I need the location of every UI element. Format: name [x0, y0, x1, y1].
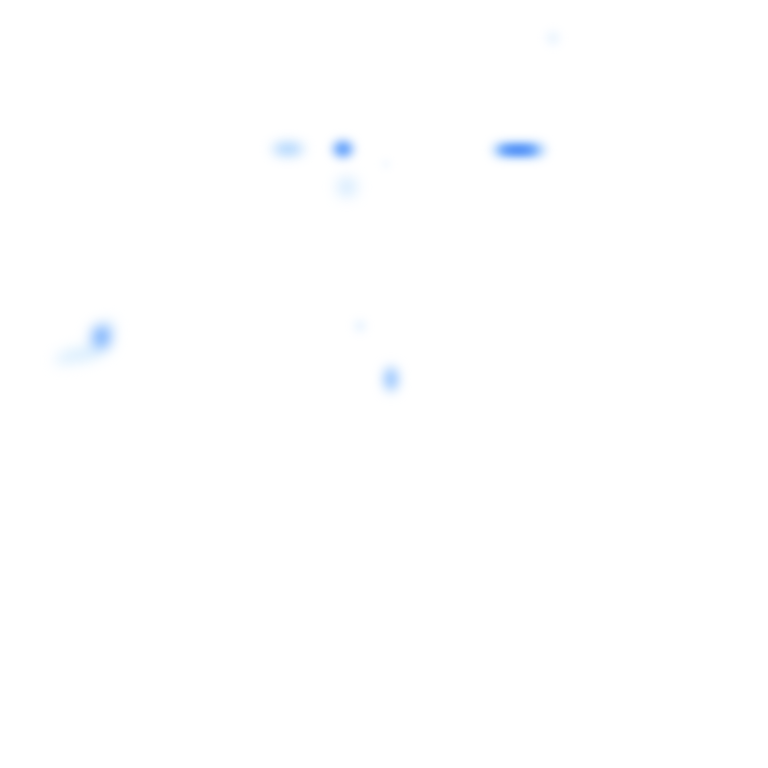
blurred-dot-row-middle — [332, 140, 354, 158]
blurred-dot-below-row — [336, 176, 358, 198]
blurred-oval-lower-center — [384, 366, 398, 392]
blurred-dot-center — [355, 321, 365, 331]
blurred-bar-row-right — [492, 142, 546, 158]
blurred-dot-row-faint — [381, 160, 391, 168]
blurred-bar-row-right-core — [500, 146, 536, 154]
blurred-ellipse-row-left — [271, 142, 305, 156]
blurred-dot-top-right — [546, 31, 560, 45]
blurred-hook-left — [52, 308, 140, 378]
